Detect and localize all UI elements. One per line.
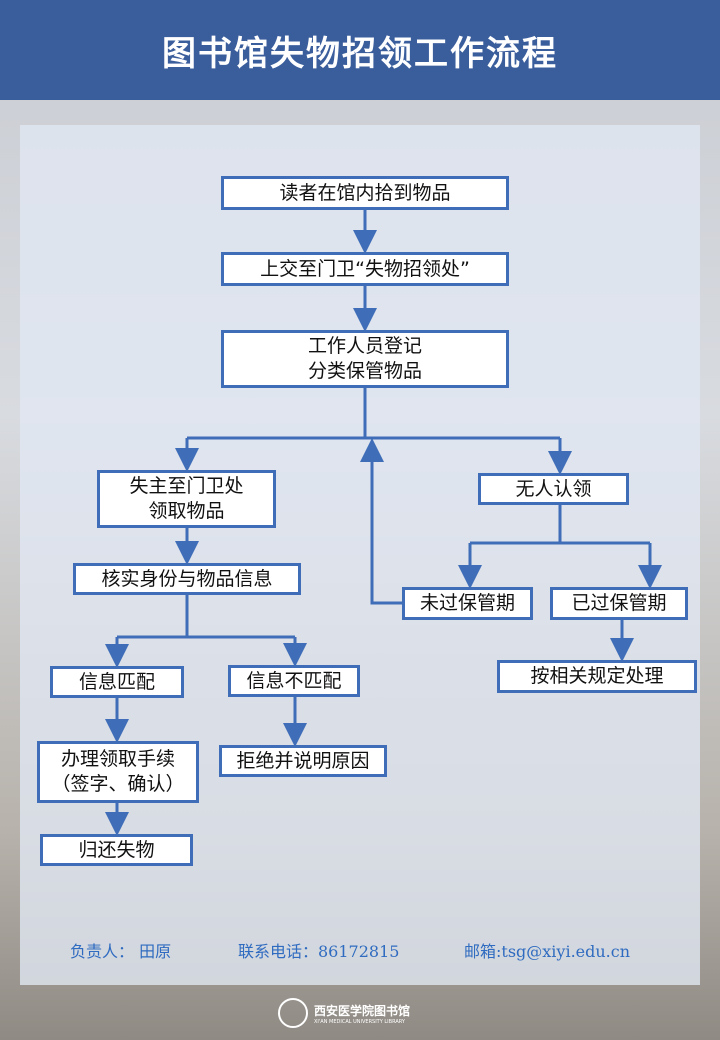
step-found: 读者在馆内拾到物品: [221, 176, 509, 210]
step-register: 工作人员登记 分类保管物品: [221, 330, 509, 388]
page-title: 图书馆失物招领工作流程: [162, 33, 558, 74]
step-return: 归还失物: [40, 834, 193, 866]
footer-email: 邮箱:tsg@xiyi.edu.cn: [464, 942, 631, 961]
step-mismatch: 信息不匹配: [228, 665, 360, 697]
library-logo: 西安医学院图书馆 XI'AN MEDICAL UNIVERSITY LIBRAR…: [278, 998, 410, 1028]
line-unclaimed-split: [470, 505, 650, 545]
step-not-expired: 未过保管期: [402, 587, 533, 620]
footer-phone: 联系电话：86172815: [238, 942, 400, 961]
header-bar: 图书馆失物招领工作流程: [0, 0, 720, 100]
arrow-loop-back: [360, 438, 402, 605]
step-dispose: 按相关规定处理: [497, 660, 697, 693]
step-refuse: 拒绝并说明原因: [219, 745, 387, 777]
step-match: 信息匹配: [50, 666, 184, 698]
logo-en: XI'AN MEDICAL UNIVERSITY LIBRARY: [314, 1018, 405, 1025]
step-unclaimed: 无人认领: [478, 473, 629, 505]
footer-contact: 负责人： 田原: [70, 942, 172, 961]
step-verify: 核实身份与物品信息: [73, 563, 301, 595]
step-procedure: 办理领取手续 （签字、确认）: [37, 741, 199, 803]
step-submit: 上交至门卫“失物招领处”: [221, 252, 509, 286]
step-owner: 失主至门卫处 领取物品: [97, 470, 276, 528]
line-verify-split: [117, 595, 295, 639]
step-expired: 已过保管期: [550, 587, 688, 620]
emblem-icon: [278, 998, 308, 1028]
logo-cn: 西安医学院图书馆: [314, 1003, 411, 1018]
